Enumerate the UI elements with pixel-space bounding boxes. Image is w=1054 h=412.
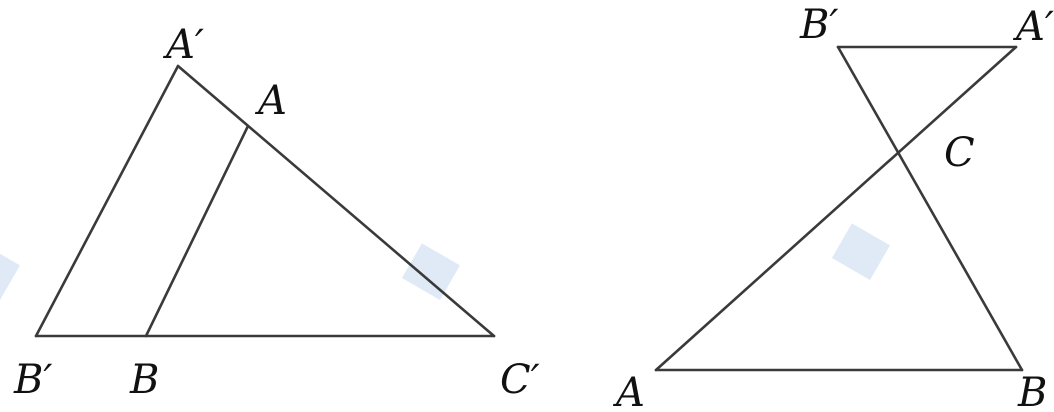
label-right-c: C <box>944 130 975 176</box>
watermark-mark-right <box>831 223 890 280</box>
label-left-a-prime: A′ <box>162 22 204 68</box>
segment-a-b <box>144 124 250 338</box>
segment-bprime-b <box>836 45 1024 372</box>
label-right-a-prime: A′ <box>1012 4 1054 50</box>
right-figure: B′ A′ C A B <box>612 2 1054 412</box>
watermark-mark-center <box>401 243 460 300</box>
label-right-b: B <box>1017 370 1047 412</box>
segment-aprime-cprime <box>176 64 496 338</box>
label-right-b-prime: B′ <box>799 2 838 48</box>
label-left-b: B <box>129 357 159 403</box>
label-left-a: A <box>254 78 287 124</box>
segment-aprime-bprime <box>34 64 180 338</box>
watermark-mark-left <box>0 243 20 300</box>
segment-aprime-a <box>654 45 1018 372</box>
left-figure: A′ A B′ B C′ <box>13 22 540 403</box>
watermark-layer <box>0 223 890 300</box>
label-left-b-prime: B′ <box>13 357 52 403</box>
label-right-a: A <box>612 370 645 412</box>
label-left-c-prime: C′ <box>500 357 540 403</box>
